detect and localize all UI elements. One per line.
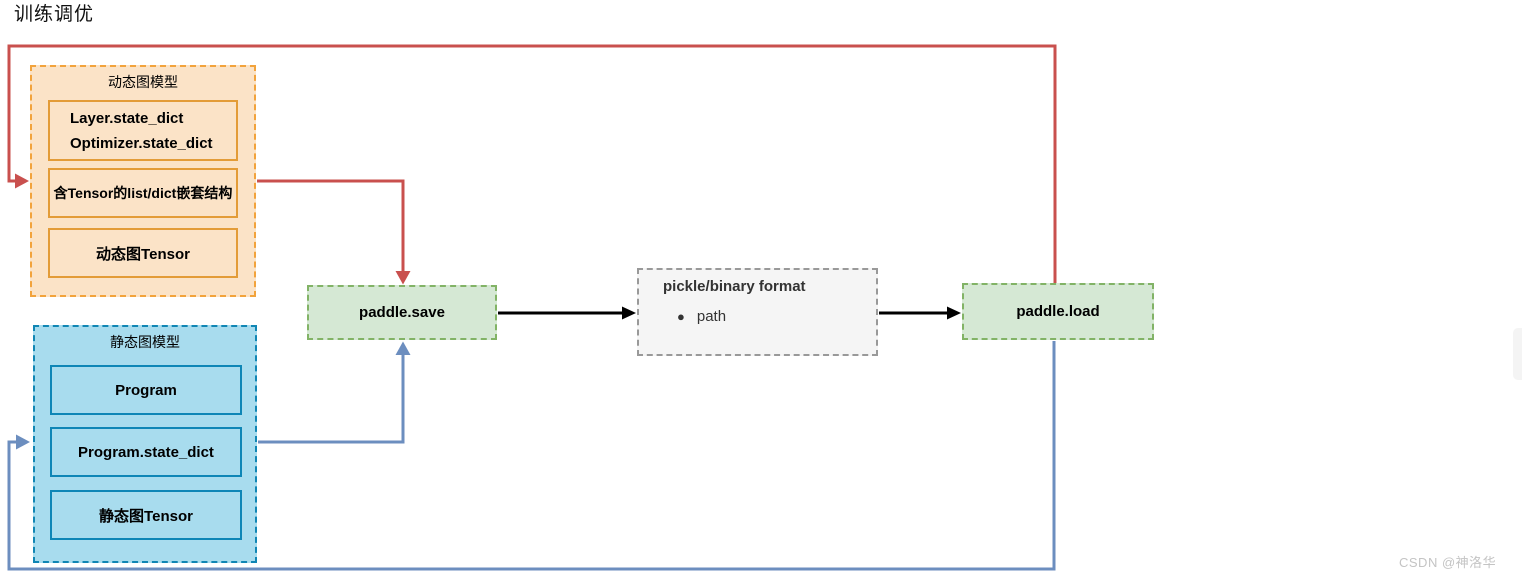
node-label: Program: [115, 381, 177, 399]
node-label-line: Optimizer.state_dict: [70, 134, 213, 152]
blue-connector-load-to-static-arrowhead: [16, 434, 30, 450]
node-label: paddle.load: [1016, 303, 1100, 320]
black-connector-save-to-format-arrowhead: [622, 306, 636, 320]
node-tensor-nested-structure: 含Tensor的list/dict嵌套结构: [48, 168, 238, 218]
blue-connector-static-to-save-arrowhead: [395, 341, 411, 355]
format-title: pickle/binary format: [663, 278, 806, 295]
red-connector-load-to-dynamic: [7, 44, 1057, 283]
page-title: 训练调优: [14, 4, 95, 25]
watermark: CSDN @神洛华: [1399, 555, 1497, 570]
node-program: Program: [50, 365, 242, 415]
red-connector-dynamic-to-save: [257, 179, 405, 272]
format-bullet-item: ● path: [677, 308, 876, 325]
blue-connector-load-to-static: [7, 341, 1056, 571]
static-graph-group-label: 静态图模型: [110, 334, 180, 350]
black-connector-format-to-load-arrowhead: [947, 306, 961, 320]
node-paddle-save: paddle.save: [307, 285, 497, 340]
node-label: 含Tensor的list/dict嵌套结构: [53, 184, 233, 201]
node-pickle-binary-format: pickle/binary format ● path: [637, 268, 878, 356]
red-connector-dynamic-to-save-arrowhead: [395, 271, 411, 285]
node-label: 静态图Tensor: [99, 507, 193, 525]
node-dynamic-tensor: 动态图Tensor: [48, 228, 238, 278]
node-layer-optimizer-state-dict: Layer.state_dict Optimizer.state_dict: [48, 100, 238, 161]
blue-connector-static-to-save: [258, 354, 405, 444]
node-program-state-dict: Program.state_dict: [50, 427, 242, 477]
node-paddle-load: paddle.load: [962, 283, 1154, 340]
node-label: paddle.save: [359, 304, 445, 321]
red-connector-load-to-dynamic-arrowhead: [15, 173, 29, 189]
dynamic-graph-group-label: 动态图模型: [108, 74, 178, 90]
node-label: Program.state_dict: [78, 443, 214, 461]
node-label: 动态图Tensor: [96, 245, 190, 263]
bullet-icon: ●: [677, 309, 685, 324]
bullet-label: path: [696, 308, 727, 325]
node-static-tensor: 静态图Tensor: [50, 490, 242, 540]
node-label-line: Layer.state_dict: [70, 109, 184, 127]
scrollbar-thumb[interactable]: [1513, 328, 1522, 380]
